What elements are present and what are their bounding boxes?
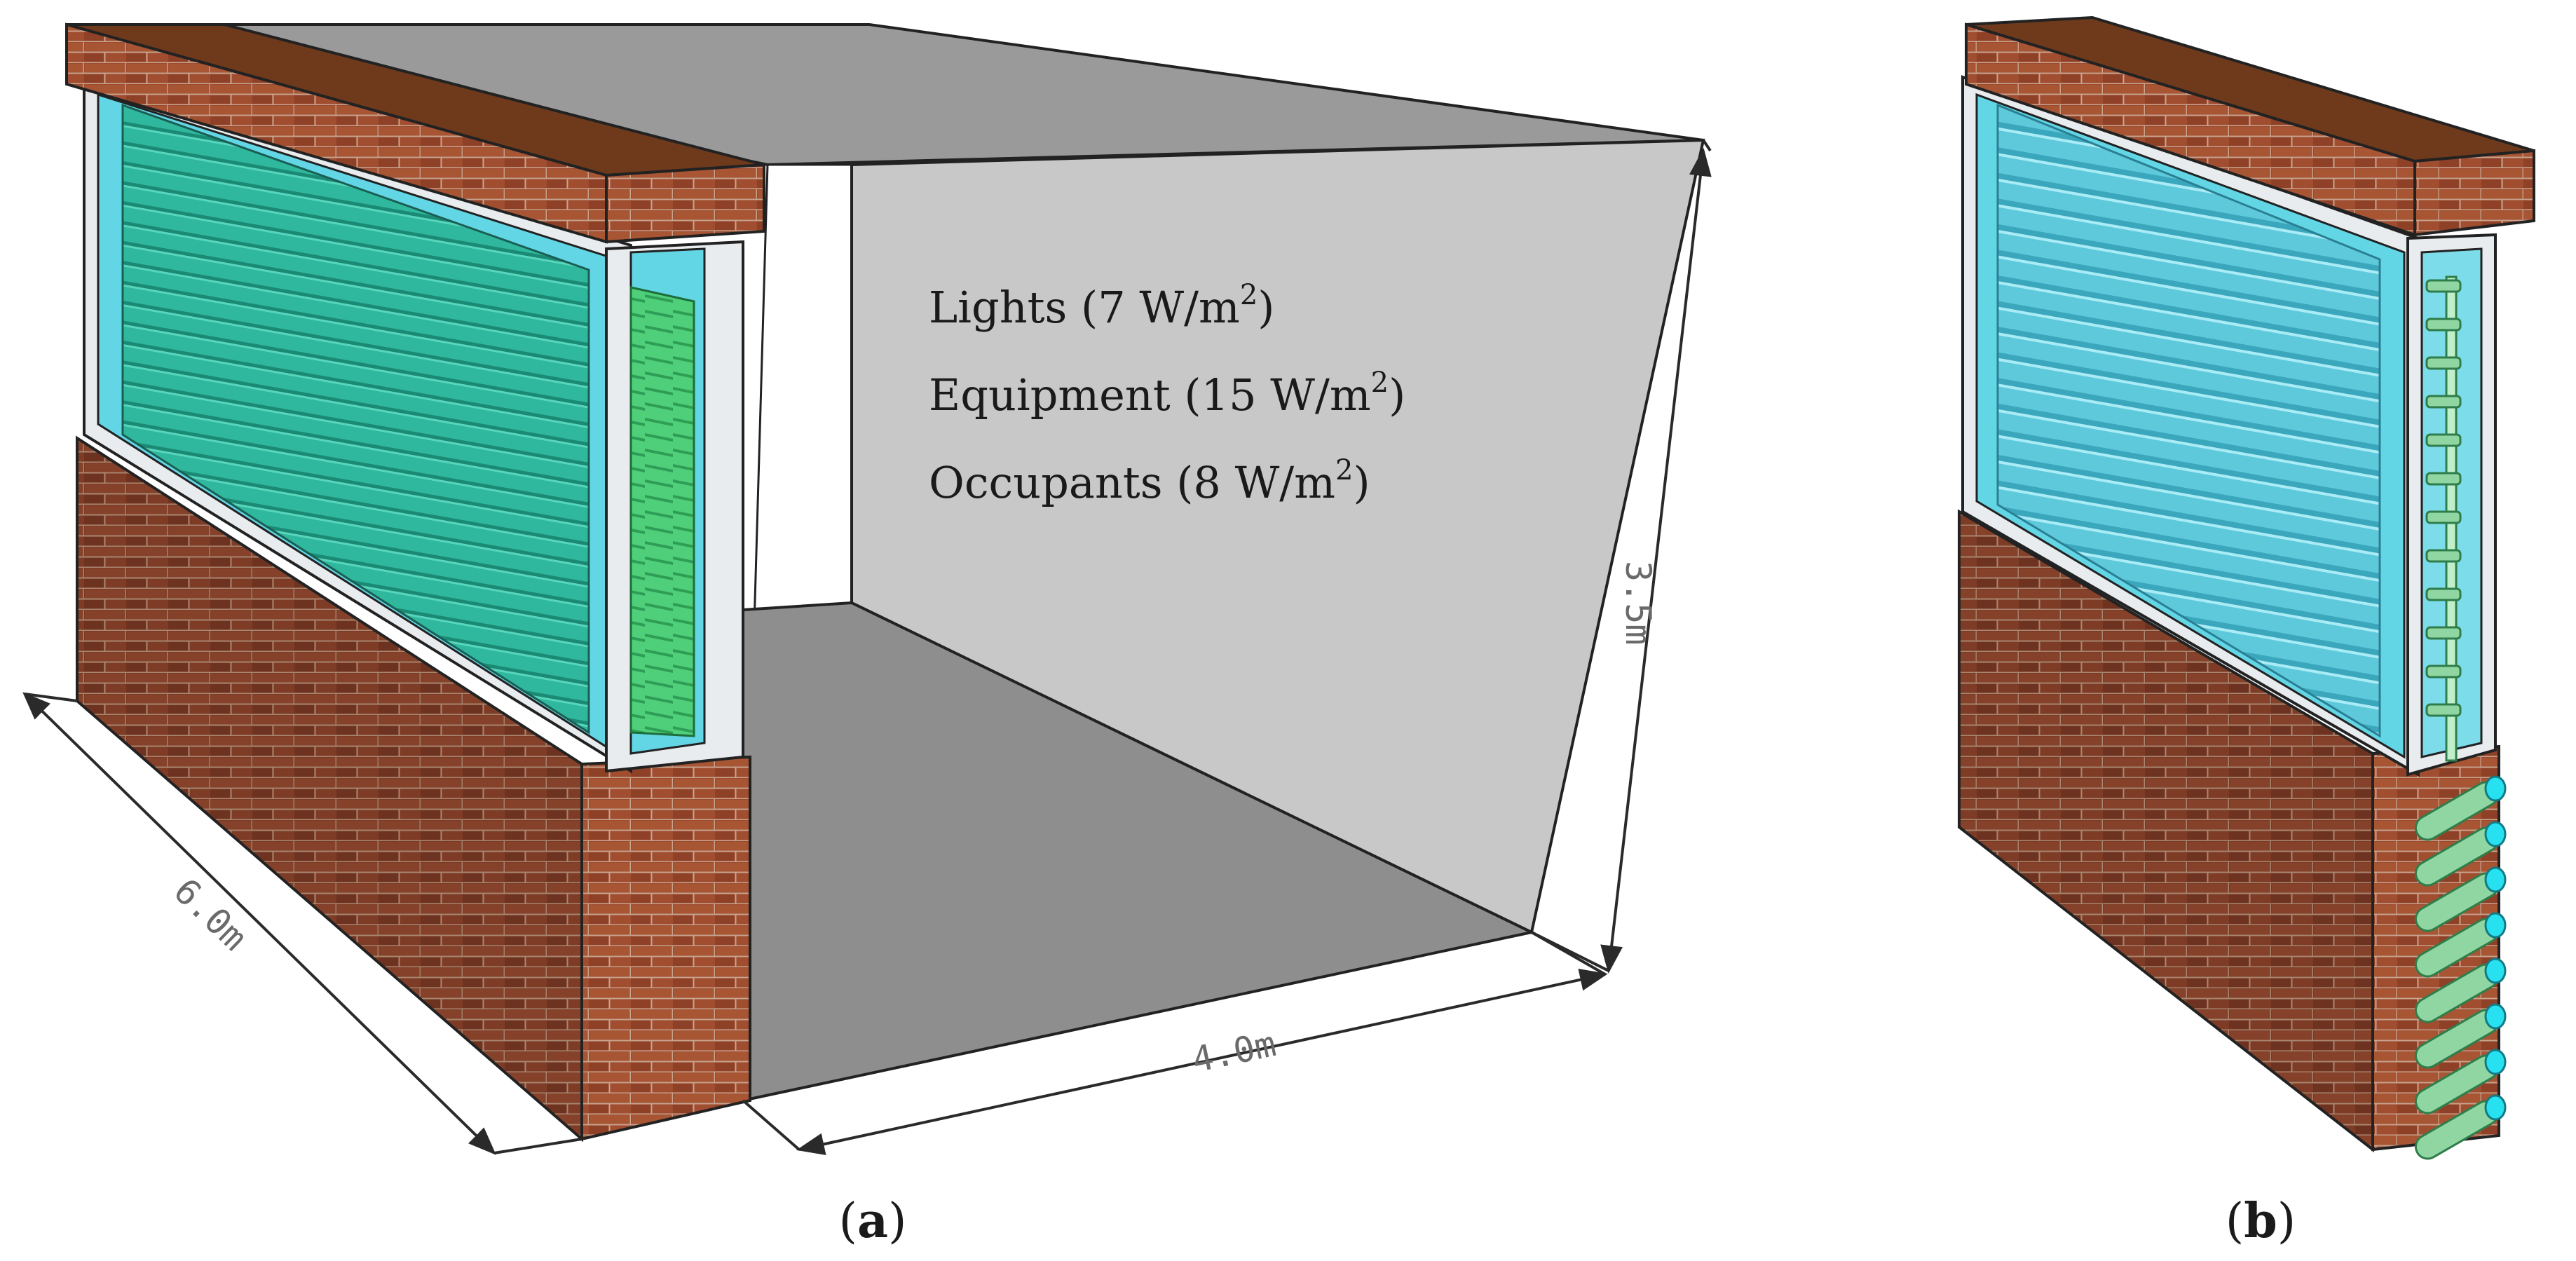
depth-dimension-label: 6.0m bbox=[166, 871, 255, 958]
width-dimension-label: 4.0m bbox=[1188, 1023, 1279, 1081]
b-pipe-array bbox=[2414, 775, 2507, 1160]
b-pipe bbox=[2414, 1049, 2507, 1115]
panel-b: (b) bbox=[1958, 15, 2535, 1249]
b-shade-slats bbox=[2425, 279, 2462, 717]
height-dimension-label: 3.5m bbox=[1618, 561, 1658, 645]
height-dimension: 3.5m bbox=[1531, 139, 1712, 974]
b-pipe bbox=[2414, 821, 2507, 887]
b-parapet-end bbox=[2413, 149, 2535, 237]
equipment-load-label: Equipment (15 W/m2) bbox=[929, 367, 1405, 421]
b-pipe bbox=[2414, 1003, 2507, 1069]
b-pipe bbox=[2414, 1094, 2507, 1160]
b-pipe bbox=[2414, 957, 2507, 1023]
occupants-load-label: Occupants (8 W/m2) bbox=[929, 454, 1370, 508]
b-pipe bbox=[2414, 912, 2507, 978]
b-louver-blinds bbox=[1996, 103, 2381, 738]
b-pipe bbox=[2414, 866, 2507, 932]
green-shade bbox=[629, 286, 695, 737]
lower-brick-end bbox=[580, 755, 751, 1141]
panel-a-caption: (a) bbox=[838, 1193, 906, 1249]
parapet-end bbox=[605, 163, 765, 244]
panel-b-caption: (b) bbox=[2226, 1193, 2296, 1249]
louver-blinds bbox=[121, 103, 590, 735]
lights-load-label: Lights (7 W/m2) bbox=[929, 279, 1274, 333]
b-pipe bbox=[2414, 775, 2507, 841]
panel-a: Lights (7 W/m2) Equipment (15 W/m2) Occu… bbox=[22, 22, 1712, 1249]
